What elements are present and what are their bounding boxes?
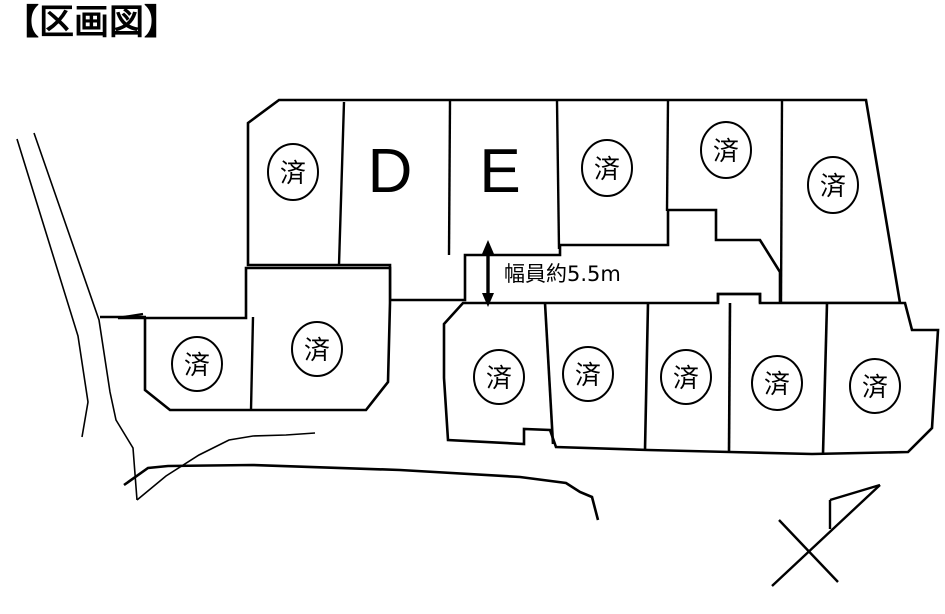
north-arrow-icon [771,483,881,587]
divider-lower-4-5 [821,302,829,455]
plot-markers-upper: 済 D E 済 済 済 [267,121,859,214]
plot-label: E [479,137,520,206]
divider-upper-1-2 [337,101,346,266]
plot-label: 済 [486,364,512,394]
road-bottom-lower-edge [136,432,316,501]
divider-upper-3-4 [555,100,561,250]
plot-label: D [368,137,413,206]
plot-marker-lower-1[interactable]: 済 [473,349,525,405]
plot-marker-middle-2[interactable]: 済 [291,321,343,377]
plot-marker-lower-2[interactable]: 済 [562,346,614,402]
plot-label: 済 [304,336,330,366]
plot-marker-upper-5[interactable]: 済 [700,121,752,179]
divider-lower-2-3 [643,302,650,451]
plot-label: 済 [280,159,306,189]
plot-label: 済 [764,370,790,400]
plot-marker-upper-1[interactable]: 済 [267,143,319,201]
sold-circle-icon [660,349,712,405]
plot-marker-upper-3[interactable]: E [479,137,520,206]
plot-marker-upper-6[interactable]: 済 [807,156,859,214]
plot-label: 済 [862,373,888,403]
sold-circle-icon [807,156,859,214]
road-bottom-top-edge [123,463,600,521]
lower-block-dividers [543,292,829,455]
road-left-inner-edge [33,132,138,501]
road-width-dimension: 幅員約5.5m [482,240,621,307]
sold-circle-icon [473,349,525,405]
sold-circle-icon [751,355,803,411]
compass-flag [828,483,881,529]
sold-circle-icon [700,121,752,179]
plot-marker-lower-3[interactable]: 済 [660,349,712,405]
sold-circle-icon [849,358,901,414]
divider-upper-5-6 [779,99,784,304]
road-network [16,132,316,501]
sold-circle-icon [171,336,223,392]
middle-block-dividers [117,312,255,411]
plot-markers-middle: 済 済 [171,321,343,392]
page-title: 【区画図】 [4,3,180,43]
middle-block-left-notch [117,312,145,320]
plot-label: 済 [673,364,699,394]
plot-label: 済 [713,137,739,167]
road-bottom-main [123,463,600,521]
divider-lower-1-2 [543,302,555,445]
plot-label: 済 [820,172,846,202]
plot-marker-lower-5[interactable]: 済 [849,358,901,414]
plot-marker-upper-2[interactable]: D [368,137,413,206]
middle-block-outline [143,266,392,412]
divider-middle-1-2 [249,316,255,411]
sold-circle-icon [581,139,633,197]
plot-label: 済 [575,361,601,391]
divider-upper-2-3 [447,100,452,256]
upper-block-dividers [337,99,784,304]
plot-label: 済 [184,351,210,381]
sold-circle-icon [562,346,614,402]
road-width-arrowhead-bottom [482,293,494,307]
road-left-outer-edge [16,138,89,438]
plot-marker-upper-4[interactable]: 済 [581,139,633,197]
lower-block-small-notch [716,292,762,303]
plot-markers-lower: 済 済 済 済 済 [473,346,901,414]
middle-left-plot-block [143,266,392,412]
divider-upper-4-5 [665,99,670,212]
plot-marker-middle-1[interactable]: 済 [171,336,223,392]
divider-lower-3-4 [727,302,732,453]
compass-cross-stroke-b [771,484,881,587]
road-width-label: 幅員約5.5m [504,262,621,286]
plot-label: 済 [594,155,620,185]
plot-marker-lower-4[interactable]: 済 [751,355,803,411]
road-width-arrowhead-top [482,240,494,254]
sold-circle-icon [267,143,319,201]
sold-circle-icon [291,321,343,377]
